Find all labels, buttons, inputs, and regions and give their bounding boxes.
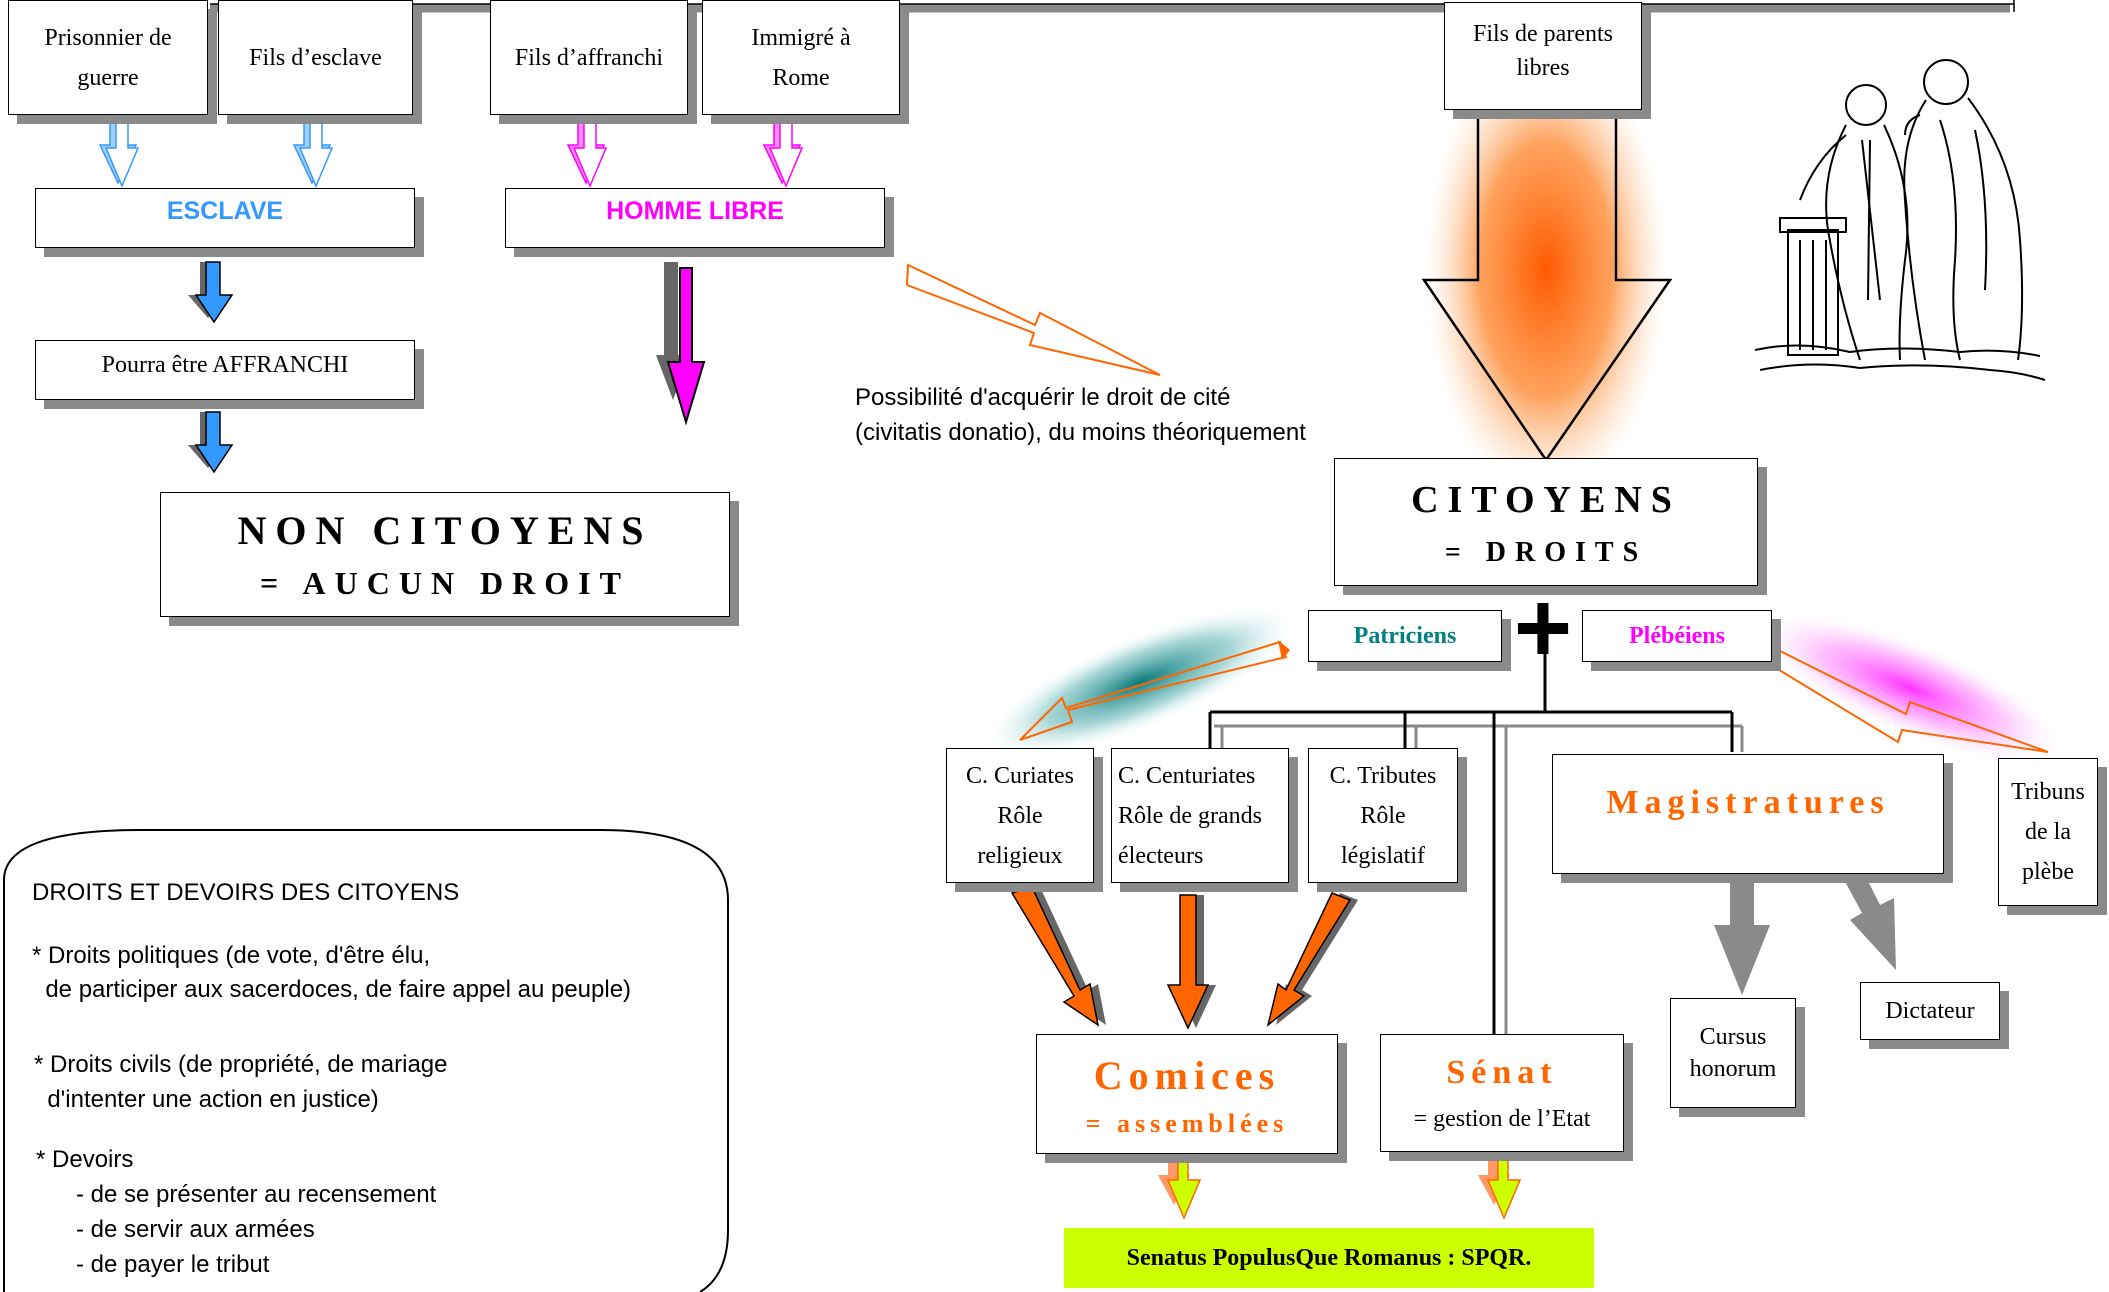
arrow-prisonnier-to-esclave bbox=[98, 114, 140, 188]
non-citoyens-title: NON CITOYENS bbox=[237, 507, 653, 553]
patriciens-label: Patriciens bbox=[1353, 622, 1457, 649]
dictateur-label: Dictateur bbox=[1885, 998, 1975, 1024]
devoirs-recensement: - de se présenter au recensement bbox=[36, 1181, 437, 1208]
tributes-line-1: C. Tributes bbox=[1329, 762, 1437, 789]
devoirs-armees: - de servir aux armées bbox=[36, 1216, 315, 1243]
box-fils-de-parents-libres: Fils de parents libres bbox=[1444, 2, 1642, 110]
droit-de-cite-line-1: Possibilité d'acquérir le droit de cité bbox=[855, 384, 1231, 411]
box-non-citoyens: NON CITOYENS = AUCUN DROIT bbox=[160, 492, 730, 617]
box-esclave: ESCLAVE bbox=[35, 188, 415, 248]
droits-devoirs-title: DROITS ET DEVOIRS DES CITOYENS bbox=[32, 879, 460, 906]
immigre-line-1: Immigré à bbox=[751, 24, 851, 51]
box-comices-curiates: C. Curiates Rôle religieux bbox=[946, 748, 1094, 883]
fils-affranchi-label: Fils d’affranchi bbox=[514, 44, 664, 71]
non-citoyens-subtitle: = AUCUN DROIT bbox=[260, 564, 630, 601]
box-plebeiens: Plébéiens bbox=[1582, 610, 1772, 662]
box-prisonnier-de-guerre: Prisonnier de guerre bbox=[8, 0, 208, 115]
fils-esclave-label: Fils d’esclave bbox=[249, 44, 382, 71]
arrow-parents-libres-to-citoyens bbox=[1421, 40, 1673, 500]
arrow-centuriates-to-comices bbox=[1166, 894, 1216, 1030]
senat-subtitle: = gestion de l’Etat bbox=[1413, 1106, 1591, 1132]
cursus-line-2: honorum bbox=[1689, 1056, 1777, 1082]
plebeiens-label: Plébéiens bbox=[1629, 622, 1725, 649]
centuriates-line-3: électeurs bbox=[1118, 842, 1204, 869]
box-immigre-a-rome: Immigré à Rome bbox=[702, 0, 900, 115]
tribuns-line-1: Tribuns bbox=[2011, 779, 2085, 805]
arrow-senat-to-spqr bbox=[1478, 1148, 1522, 1220]
arrow-comices-to-spqr bbox=[1158, 1148, 1202, 1220]
comices-subtitle: = assemblées bbox=[1085, 1109, 1289, 1138]
prisonnier-line-2: guerre bbox=[77, 64, 139, 91]
box-tribuns-de-la-plebe: Tribuns de la plèbe bbox=[1998, 758, 2098, 906]
top-frame-line bbox=[210, 0, 2015, 13]
box-fils-esclave: Fils d’esclave bbox=[218, 0, 413, 115]
plus-sign: + bbox=[1513, 572, 1573, 684]
tribuns-line-2: de la bbox=[2025, 819, 2071, 845]
arrow-droit-de-cite bbox=[905, 263, 1161, 376]
arrow-fils-esclave-to-esclave bbox=[292, 114, 334, 188]
box-patriciens: Patriciens bbox=[1308, 610, 1502, 662]
devoirs-heading: * Devoirs bbox=[36, 1146, 134, 1173]
box-fils-affranchi: Fils d’affranchi bbox=[490, 0, 688, 115]
arrow-curiates-to-comices bbox=[1010, 886, 1106, 1027]
box-cursus-honorum: Cursus honorum bbox=[1670, 998, 1796, 1108]
affranchi-label: Pourra être AFFRANCHI bbox=[101, 352, 349, 378]
droit-de-cite-line-2: (civitatis donatio), du moins théoriquem… bbox=[855, 419, 1306, 446]
parents-libres-line-2: libres bbox=[1516, 55, 1570, 81]
connector-lines bbox=[1208, 620, 1744, 1035]
arrow-plebeiens-to-tribuns bbox=[1760, 614, 2060, 762]
spqr-label: Senatus PopulusQue Romanus : SPQR. bbox=[1126, 1244, 1532, 1271]
tributes-line-3: législatif bbox=[1341, 842, 1425, 869]
arrow-tributes-to-comices bbox=[1266, 892, 1358, 1027]
tribuns-line-3: plèbe bbox=[2022, 859, 2074, 885]
box-comices-tributes: C. Tributes Rôle législatif bbox=[1308, 748, 1458, 883]
droits-devoirs-frame bbox=[3, 829, 729, 1292]
box-pourra-etre-affranchi: Pourra être AFFRANCHI bbox=[35, 340, 415, 400]
spqr-banner: Senatus PopulusQue Romanus : SPQR. bbox=[1064, 1228, 1594, 1288]
box-citoyens: CITOYENS = DROITS bbox=[1334, 458, 1758, 586]
arrow-patriciens-to-curiates bbox=[986, 607, 1294, 757]
cursus-line-1: Cursus bbox=[1699, 1024, 1767, 1050]
droits-line-politiques-1: * Droits politiques (de vote, d'être élu… bbox=[32, 942, 431, 969]
box-comices-centuriates: C. Centuriates Rôle de grands électeurs bbox=[1111, 748, 1289, 883]
homme-libre-label: HOMME LIBRE bbox=[606, 197, 784, 225]
citoyens-subtitle: = DROITS bbox=[1444, 537, 1648, 568]
arrow-affranchi-to-non-citoyens bbox=[188, 411, 234, 474]
curiates-line-1: C. Curiates bbox=[966, 762, 1074, 789]
arrow-fils-affranchi-to-homme-libre bbox=[566, 114, 608, 188]
two-romans-in-toga-drawing bbox=[1754, 59, 2046, 381]
devoirs-tribut: - de payer le tribut bbox=[36, 1251, 270, 1278]
magistratures-label: Magistratures bbox=[1606, 784, 1890, 821]
droit-de-cite-note: Possibilité d'acquérir le droit de cité … bbox=[855, 380, 1375, 450]
arrow-immigre-to-homme-libre bbox=[762, 114, 804, 188]
box-magistratures: Magistratures bbox=[1552, 754, 1944, 874]
droits-line-politiques-2: de participer aux sacerdoces, de faire a… bbox=[32, 976, 632, 1003]
arrow-magistratures-to-cursus bbox=[1714, 832, 1770, 995]
curiates-line-2: Rôle bbox=[997, 802, 1043, 829]
parents-libres-line-1: Fils de parents bbox=[1473, 21, 1613, 47]
droits-line-civils-2: d'intenter une action en justice) bbox=[34, 1086, 379, 1113]
esclave-label: ESCLAVE bbox=[166, 197, 284, 225]
arrow-esclave-to-affranchi bbox=[188, 261, 234, 324]
centuriates-line-2: Rôle de grands bbox=[1118, 802, 1262, 829]
box-homme-libre: HOMME LIBRE bbox=[505, 188, 885, 248]
curiates-line-3: religieux bbox=[977, 842, 1063, 869]
arrow-homme-libre-down bbox=[656, 262, 706, 426]
citoyens-title: CITOYENS bbox=[1411, 479, 1681, 521]
box-senat: Sénat = gestion de l’Etat bbox=[1380, 1034, 1624, 1152]
senat-title: Sénat bbox=[1446, 1054, 1558, 1091]
droits-line-civils-1: * Droits civils (de propriété, de mariag… bbox=[34, 1051, 448, 1078]
box-comices: Comices = assemblées bbox=[1036, 1034, 1338, 1154]
immigre-line-2: Rome bbox=[772, 64, 830, 91]
centuriates-line-1: C. Centuriates bbox=[1118, 762, 1256, 789]
prisonnier-line-1: Prisonnier de bbox=[44, 24, 172, 51]
box-dictateur: Dictateur bbox=[1860, 982, 2000, 1040]
comices-title: Comices bbox=[1093, 1053, 1281, 1098]
tributes-line-2: Rôle bbox=[1360, 802, 1406, 829]
